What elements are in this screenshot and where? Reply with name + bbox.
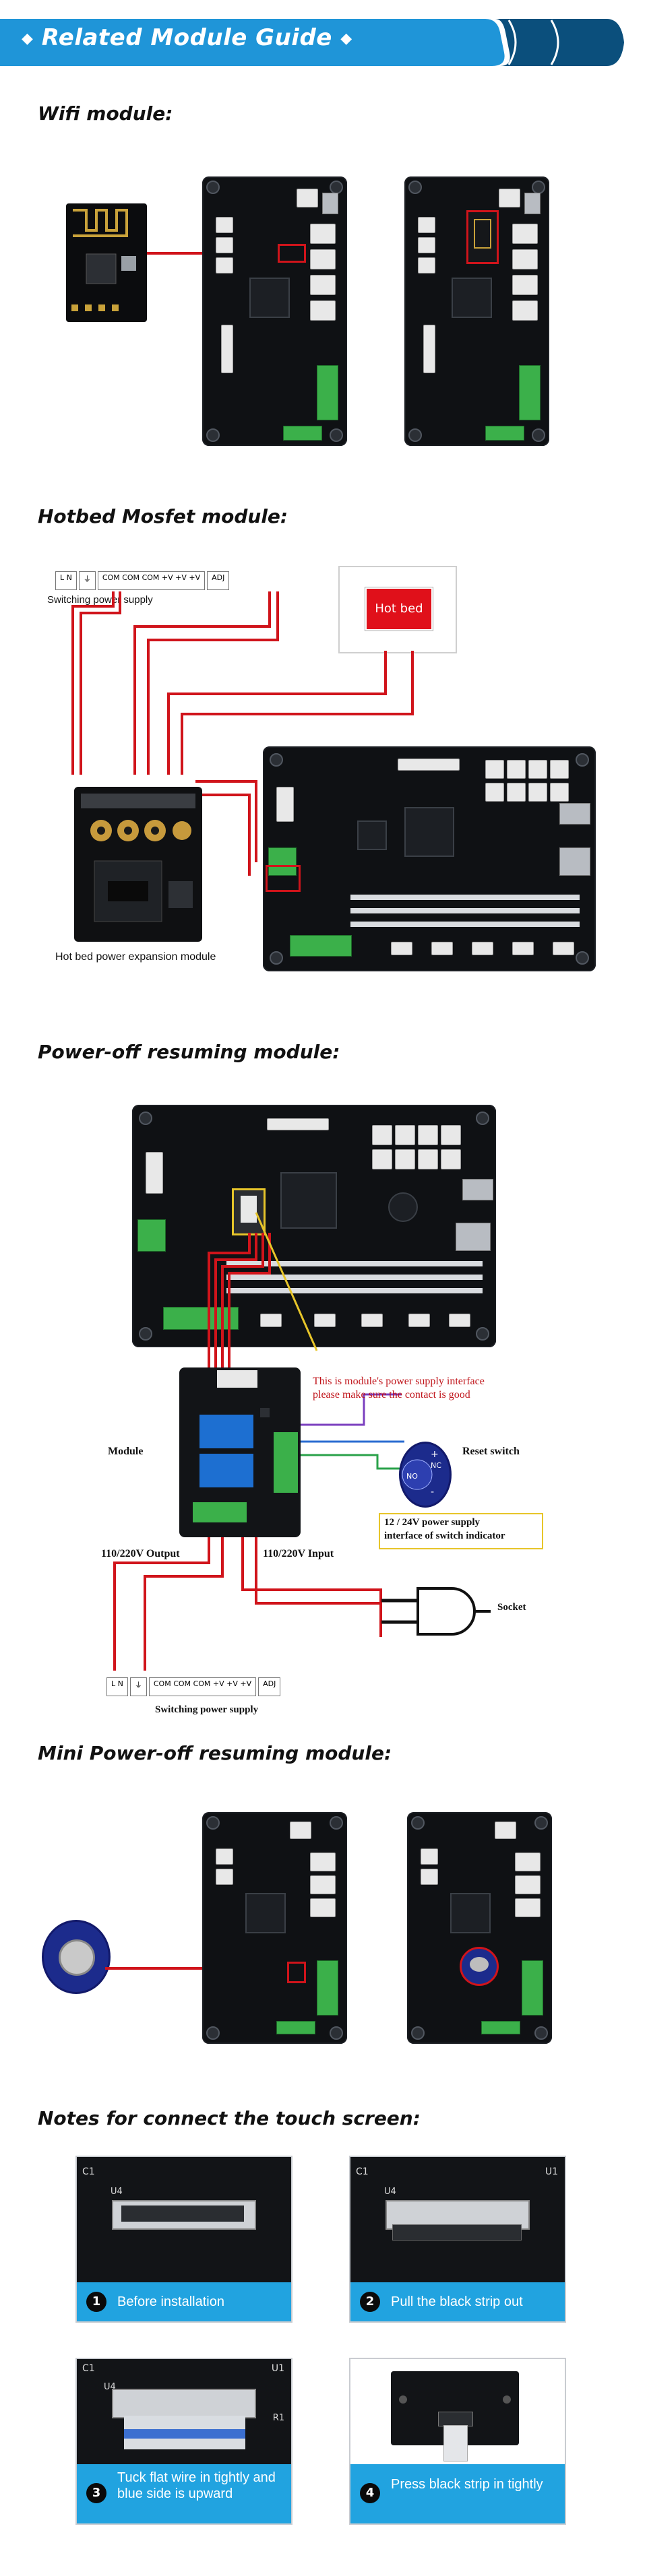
touch-step-panel: C1 U4 U1 R1 3 Tuck flat wire in tightly …: [75, 2358, 292, 2525]
psu-terminal: L N: [55, 571, 77, 590]
mini-link-wire: [105, 1967, 294, 1970]
step-number-badge: 4: [360, 2483, 380, 2503]
step-number-badge: 2: [360, 2292, 380, 2312]
psu-interface-note-line2: please make sure the contact is good: [313, 1389, 470, 1400]
reset-switch-image: + NC NO -: [399, 1442, 452, 1508]
mosfet-module-caption: Hot bed power expansion module: [55, 951, 216, 963]
indicator-label-line2: interface of switch indicator: [384, 1531, 505, 1541]
input-label: 110/220V Input: [263, 1548, 334, 1559]
mainboard-image: [202, 1812, 347, 2044]
psu-terminal: COM COM COM +V +V +V: [148, 1677, 257, 1696]
diamond-icon: ◆: [22, 30, 34, 47]
step-number-badge: 3: [86, 2483, 106, 2503]
psu-terminal: L N: [106, 1677, 128, 1696]
poweroff-wiring: [113, 1212, 411, 1671]
step-text: Before installation: [117, 2294, 224, 2309]
step-text: Press black strip in tightly: [391, 2477, 543, 2492]
module-label: Module: [108, 1446, 144, 1457]
silk-c1: C1: [82, 2166, 95, 2177]
hotbed-label: Hot bed: [365, 587, 433, 631]
touch-step-panel: C1 U1 U4 2 Pull the black strip out: [349, 2156, 566, 2323]
hotbed-box: Hot bed: [338, 566, 457, 653]
psu-interface-note-line1: This is module's power supply interface: [313, 1376, 485, 1387]
mini-module-image: [42, 1920, 111, 1994]
psu-terminal: COM COM COM +V +V +V: [97, 571, 206, 590]
header-ribbon: [0, 19, 624, 66]
silk-c1: C1: [356, 2166, 369, 2177]
socket-icon: [381, 1587, 491, 1636]
mainboard-image: [202, 176, 347, 446]
pin-nc: NC: [431, 1461, 441, 1470]
step-text: Tuck flat wire in tightly and blue side …: [117, 2470, 276, 2501]
pin-plus: +: [431, 1449, 439, 1460]
psu-terminal-strip: L N ⏚ COM COM COM +V +V +V ADJ: [55, 571, 291, 590]
silk-u4: U4: [384, 2187, 396, 2197]
page-title: ◆ Related Module Guide ◆: [22, 24, 352, 51]
section-title-touch: Notes for connect the touch screen:: [38, 2107, 421, 2129]
psu-caption: Switching power supply: [47, 594, 153, 606]
mainboard-image: [404, 176, 549, 446]
wifi-module-image: [66, 203, 147, 322]
psu-terminal: ⏚: [129, 1677, 147, 1696]
mainboard-image: [263, 746, 596, 971]
step-text: Pull the black strip out: [391, 2294, 523, 2309]
indicator-label-line1: 12 / 24V power supply: [384, 1517, 480, 1528]
silk-u1: U1: [545, 2166, 558, 2177]
silk-u4: U4: [111, 2187, 123, 2197]
touch-step-panel: 4 Press black strip in tightly: [349, 2358, 566, 2525]
section-title-mini: Mini Power-off resuming module:: [38, 1742, 392, 1764]
mainboard-image: [132, 1105, 496, 1347]
psu-terminal-strip: L N ⏚ COM COM COM +V +V +V ADJ: [106, 1677, 342, 1696]
pin-no: NO: [406, 1472, 418, 1481]
psu-terminal: ADJ: [207, 571, 230, 590]
step-number-badge: 1: [86, 2292, 106, 2312]
mosfet-wiring: [71, 591, 414, 876]
output-label: 110/220V Output: [101, 1548, 180, 1559]
diamond-icon: ◆: [340, 30, 352, 47]
mainboard-image: [407, 1812, 552, 2044]
psu-terminal: ADJ: [258, 1677, 281, 1696]
page-title-text: Related Module Guide: [41, 24, 332, 51]
touch-step-panel: C1 U4 1 Before installation: [75, 2156, 292, 2323]
pin-minus: -: [431, 1487, 435, 1498]
section-title-poweroff: Power-off resuming module:: [38, 1041, 340, 1063]
poweroff-module-image: [179, 1367, 301, 1537]
psu-terminal: ⏚: [78, 571, 96, 590]
socket-label: Socket: [497, 1602, 526, 1613]
section-title-mosfet: Hotbed Mosfet module:: [38, 505, 288, 527]
mosfet-module-image: [74, 787, 202, 942]
psu-caption: Switching power supply: [155, 1704, 259, 1715]
section-title-wifi: Wifi module:: [38, 102, 173, 125]
silk-c1: C1: [82, 2363, 95, 2374]
silk-r1: R1: [272, 2413, 284, 2423]
indicator-box: 12 / 24V power supply interface of switc…: [379, 1513, 543, 1549]
silk-u1: U1: [271, 2363, 284, 2374]
reset-switch-label: Reset switch: [462, 1446, 520, 1457]
